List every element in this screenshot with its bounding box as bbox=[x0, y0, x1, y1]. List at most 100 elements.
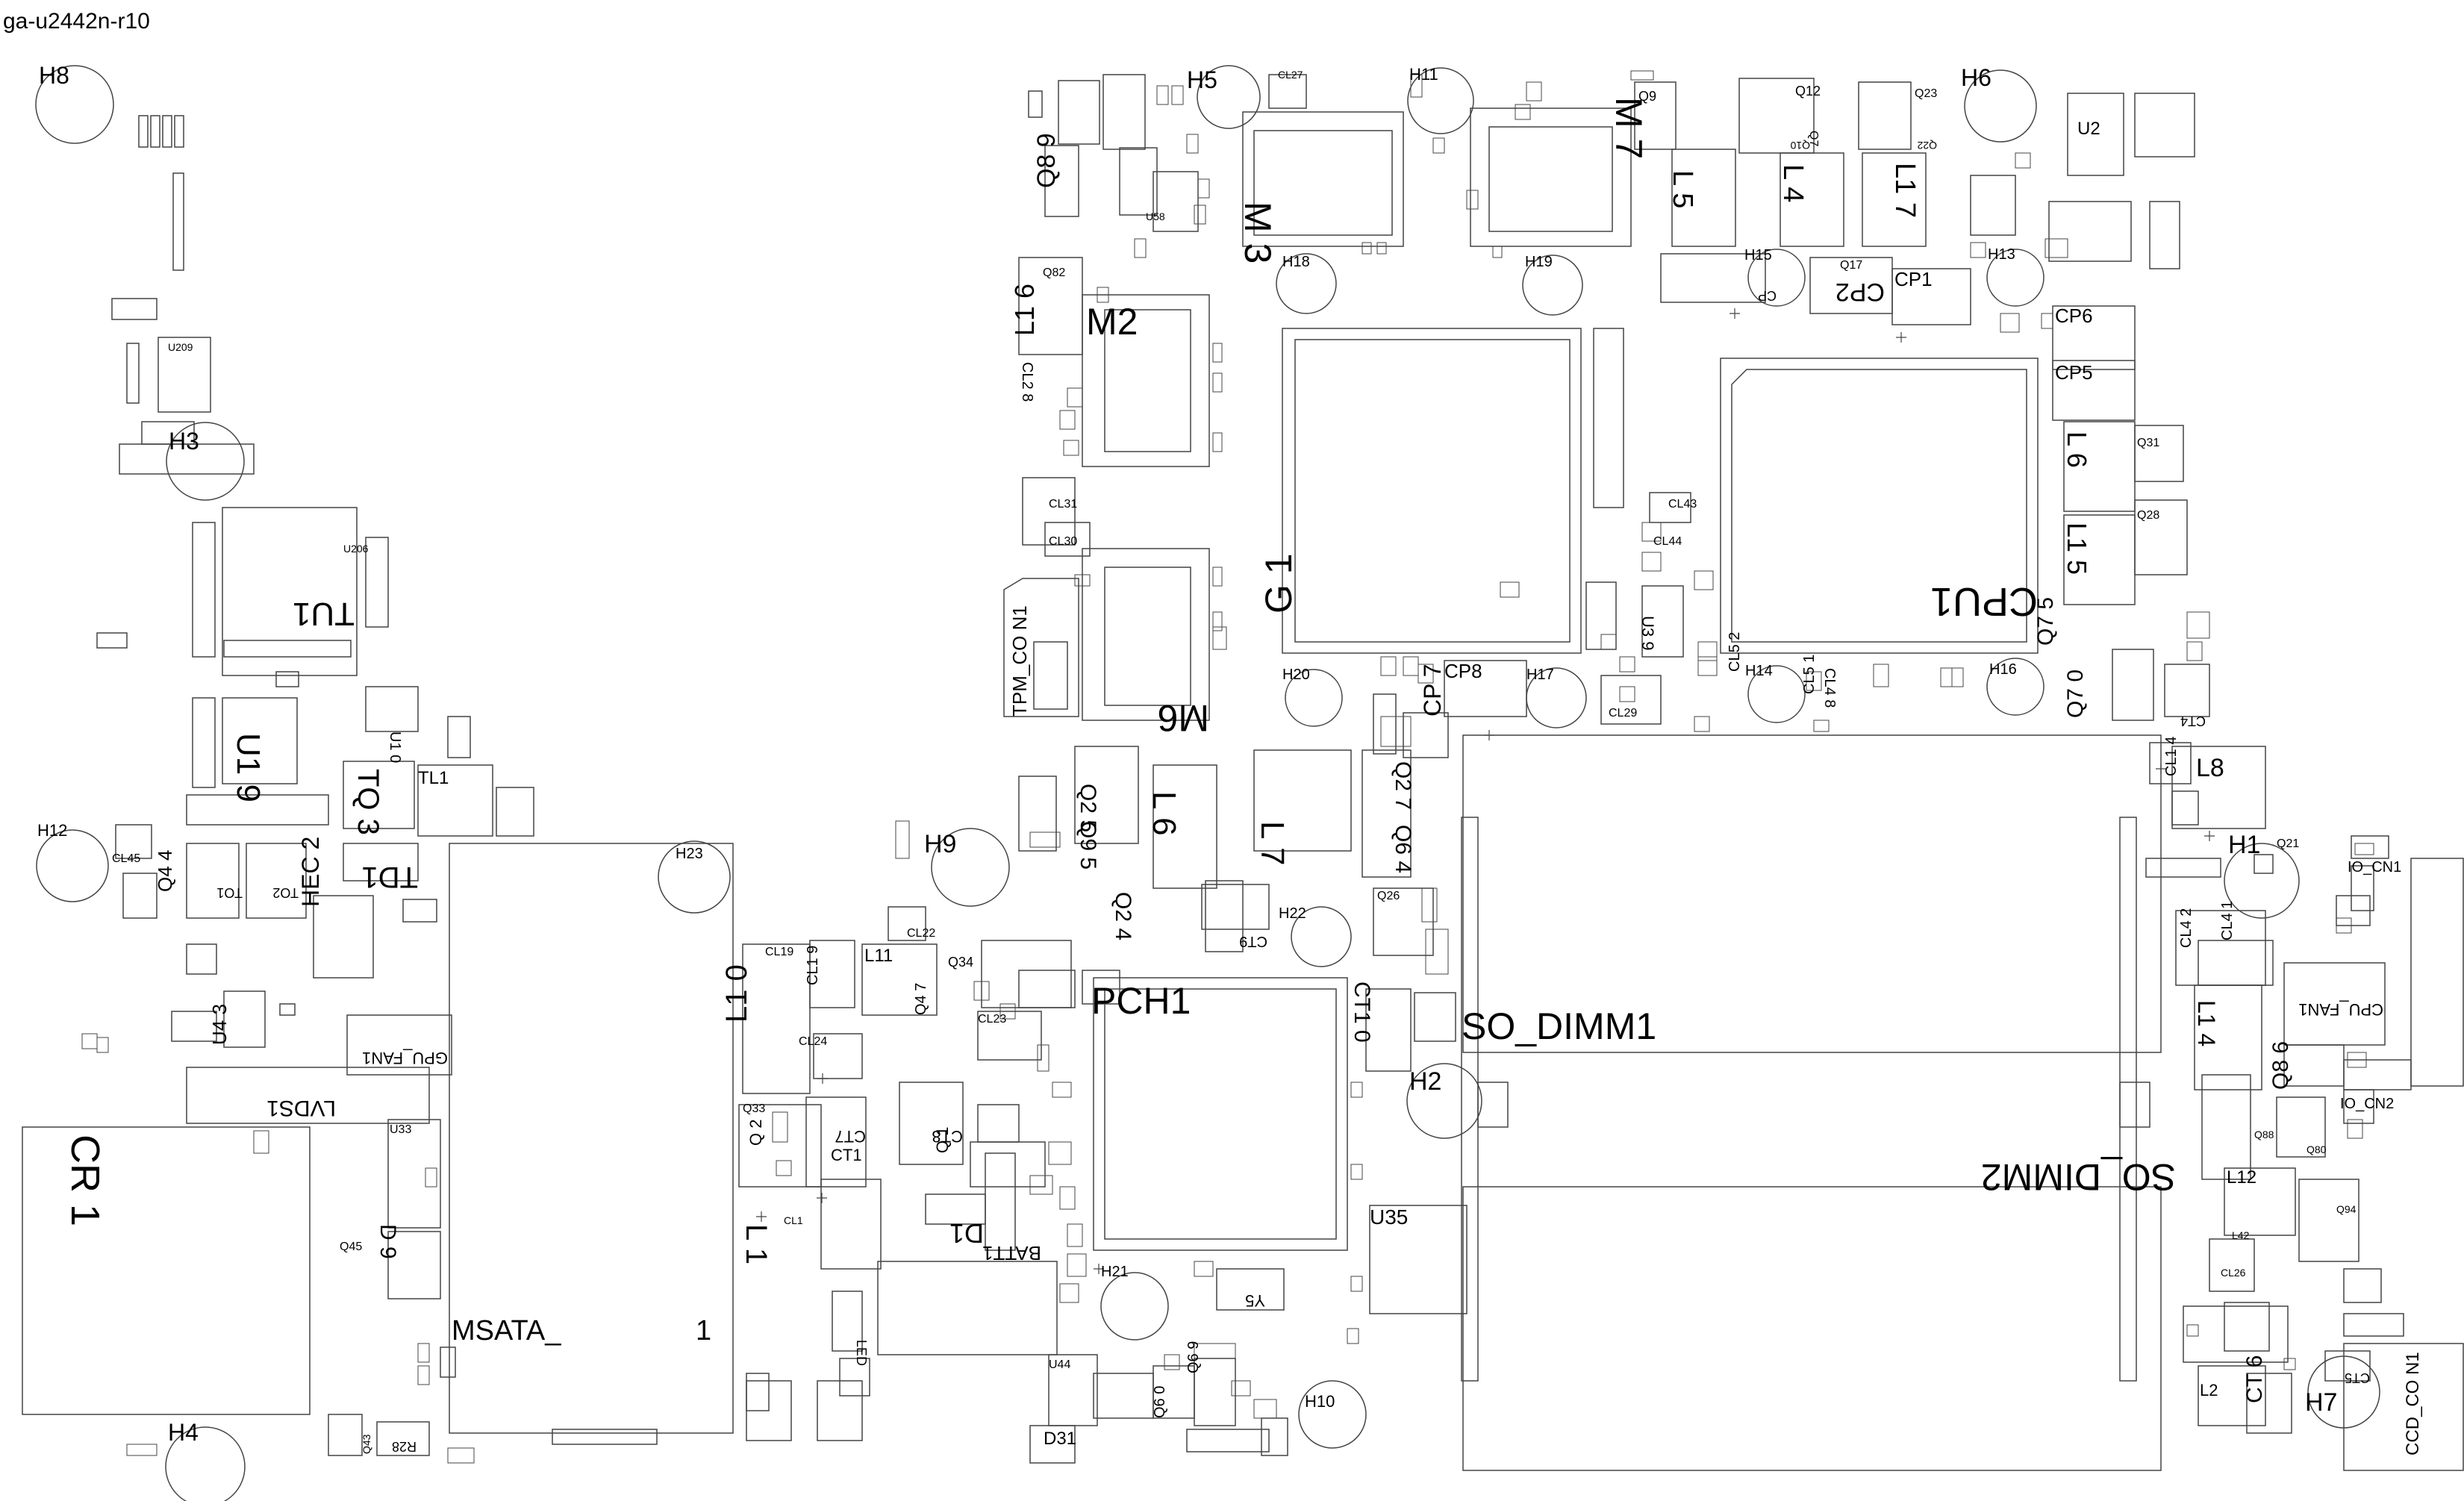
label-HEC2: HEC 2 bbox=[297, 837, 324, 907]
svg-text:CL26: CL26 bbox=[2221, 1267, 2246, 1279]
label-TPM_CON1: TPM_CO N1 bbox=[1008, 605, 1031, 717]
label-R28: R28 bbox=[392, 1439, 417, 1454]
svg-text:U4 3: U4 3 bbox=[208, 1004, 231, 1045]
conn-CCD_CON1-outline bbox=[2343, 1343, 2464, 1471]
cap-CT8-outline bbox=[899, 1082, 964, 1165]
hole-H1 bbox=[2224, 843, 2300, 919]
label-G1: G 1 bbox=[1258, 553, 1300, 614]
right-side-parts bbox=[2145, 742, 2464, 1471]
svg-text:CL43: CL43 bbox=[1668, 498, 1697, 511]
ic-U2-outline bbox=[2067, 93, 2124, 176]
label-H14: H14 bbox=[1745, 663, 1773, 679]
ic-U35-outline bbox=[1369, 1205, 1468, 1314]
cap-CP5-outline bbox=[2052, 360, 2136, 421]
hole-H18 bbox=[1276, 253, 1337, 314]
ind-L7-outline bbox=[1253, 749, 1352, 852]
ic-Q22-outline bbox=[1858, 81, 1912, 150]
label-LVDS1: LVDS1 bbox=[266, 1096, 336, 1120]
svg-text:CL4 2: CL4 2 bbox=[2178, 908, 2195, 948]
label-H15: H15 bbox=[1744, 247, 1772, 263]
label-IO_CN2: IO_CN2 bbox=[2340, 1096, 2394, 1112]
label-Q28: Q28 bbox=[2137, 509, 2159, 522]
chip-TU1-outline bbox=[222, 507, 358, 676]
svg-text:CL1 4: CL1 4 bbox=[2163, 737, 2180, 776]
ic-TL1-outline bbox=[417, 764, 493, 837]
svg-text:Q 1: Q 1 bbox=[933, 1127, 952, 1153]
label-Q23: Q23 bbox=[1915, 87, 1937, 100]
label-SO_DIMM1: SO_DIMM1 bbox=[1462, 1005, 1656, 1047]
label-CR1: CR 1 bbox=[63, 1135, 107, 1226]
svg-text:U1 0: U1 0 bbox=[387, 731, 403, 763]
ind-L11-outline bbox=[861, 943, 938, 1016]
label-SO_DIMM2: SO_DIMM2 bbox=[1981, 1156, 2176, 1198]
ic-U33-outline bbox=[387, 1119, 441, 1229]
label-H6: H6 bbox=[1961, 64, 1992, 91]
label-CCD_CON1: CCD_CO N1 bbox=[2403, 1352, 2423, 1455]
label-CP6: CP6 bbox=[2055, 305, 2093, 327]
label-TL1: TL1 bbox=[418, 768, 449, 788]
svg-text:L 7: L 7 bbox=[1254, 821, 1291, 866]
label-Q33: Q33 bbox=[743, 1102, 765, 1115]
svg-text:LED: LED bbox=[854, 1340, 869, 1366]
svg-text:L 6: L 6 bbox=[1146, 791, 1182, 836]
ic-Q86-outline bbox=[2283, 1044, 2345, 1087]
chip-TD1-outline bbox=[343, 843, 419, 881]
svg-text:CL19: CL19 bbox=[765, 946, 793, 958]
label-MSATA-pin1: 1 bbox=[696, 1315, 711, 1346]
label-H11: H11 bbox=[1409, 65, 1438, 84]
svg-text:CL1: CL1 bbox=[784, 1214, 803, 1226]
label-L12: L12 bbox=[2227, 1167, 2256, 1188]
svg-text:U3 9: U3 9 bbox=[1638, 616, 1657, 650]
label-H3: H3 bbox=[169, 428, 199, 455]
label-H7: H7 bbox=[2305, 1388, 2337, 1417]
cap-CT7-outline bbox=[805, 1096, 867, 1188]
svg-text:Q2 7: Q2 7 bbox=[1391, 761, 1415, 810]
batt-BATT1-outline bbox=[877, 1261, 1058, 1355]
cap-CT5-outline bbox=[2324, 1350, 2371, 1382]
svg-text:U58: U58 bbox=[1146, 210, 1165, 222]
ind-L2-outline bbox=[2198, 1365, 2266, 1426]
svg-text:CL30: CL30 bbox=[1049, 535, 1077, 548]
svg-text:CL5 1: CL5 1 bbox=[1801, 655, 1818, 694]
label-Q9: Q9 bbox=[1638, 89, 1656, 104]
svg-text:CL22: CL22 bbox=[907, 927, 935, 940]
label-Y5: Y5 bbox=[1245, 1291, 1265, 1310]
svg-text:CT1 0: CT1 0 bbox=[1350, 982, 1374, 1043]
cap-CT4-outline bbox=[2164, 664, 2210, 717]
chip-M2-outline bbox=[1082, 294, 1210, 467]
label-GPU_FAN1: GPU_FAN1 bbox=[362, 1049, 448, 1067]
svg-text:Q7 5: Q7 5 bbox=[2033, 597, 2058, 646]
svg-text:CL23: CL23 bbox=[978, 1013, 1006, 1026]
hole-H12 bbox=[36, 829, 109, 902]
svg-text:L 4: L 4 bbox=[1777, 164, 1809, 202]
svg-text:CL1 9: CL1 9 bbox=[805, 946, 821, 985]
svg-text:L1 0: L1 0 bbox=[720, 964, 753, 1023]
label-Q26: Q26 bbox=[1377, 890, 1400, 902]
label-M6: M6 bbox=[1158, 697, 1209, 739]
label-H13: H13 bbox=[1988, 246, 2015, 263]
svg-text:Q94: Q94 bbox=[2336, 1203, 2357, 1215]
ic-Q9-outline bbox=[1634, 81, 1677, 150]
label-H4: H4 bbox=[168, 1419, 199, 1446]
hole-H16 bbox=[1986, 658, 2045, 716]
label-BATT1: BATT1 bbox=[982, 1242, 1041, 1264]
label-CP5: CP5 bbox=[2055, 361, 2093, 384]
svg-text:Q2 4: Q2 4 bbox=[1111, 892, 1135, 940]
hole-H22 bbox=[1291, 906, 1352, 967]
svg-text:CL45: CL45 bbox=[112, 852, 140, 865]
label-CP1: CP1 bbox=[1894, 268, 1933, 290]
svg-text:L1 5: L1 5 bbox=[2062, 522, 2092, 575]
chip-U1-outline bbox=[222, 697, 298, 784]
label-H16: H16 bbox=[1989, 661, 2017, 678]
chip-CPU1-outline bbox=[1720, 358, 2039, 654]
ic-TO1-outline bbox=[186, 843, 240, 919]
ic-Q80-outline bbox=[2276, 1096, 2326, 1158]
chip-TQ3-outline bbox=[343, 761, 415, 829]
label-H23: H23 bbox=[676, 846, 703, 862]
label-H21: H21 bbox=[1101, 1264, 1129, 1280]
label-Q22: Q22 bbox=[1917, 140, 1937, 152]
chip-M7-outline bbox=[1470, 107, 1632, 247]
passive-pads bbox=[81, 70, 2374, 1464]
polarity-marks bbox=[756, 308, 2215, 1274]
